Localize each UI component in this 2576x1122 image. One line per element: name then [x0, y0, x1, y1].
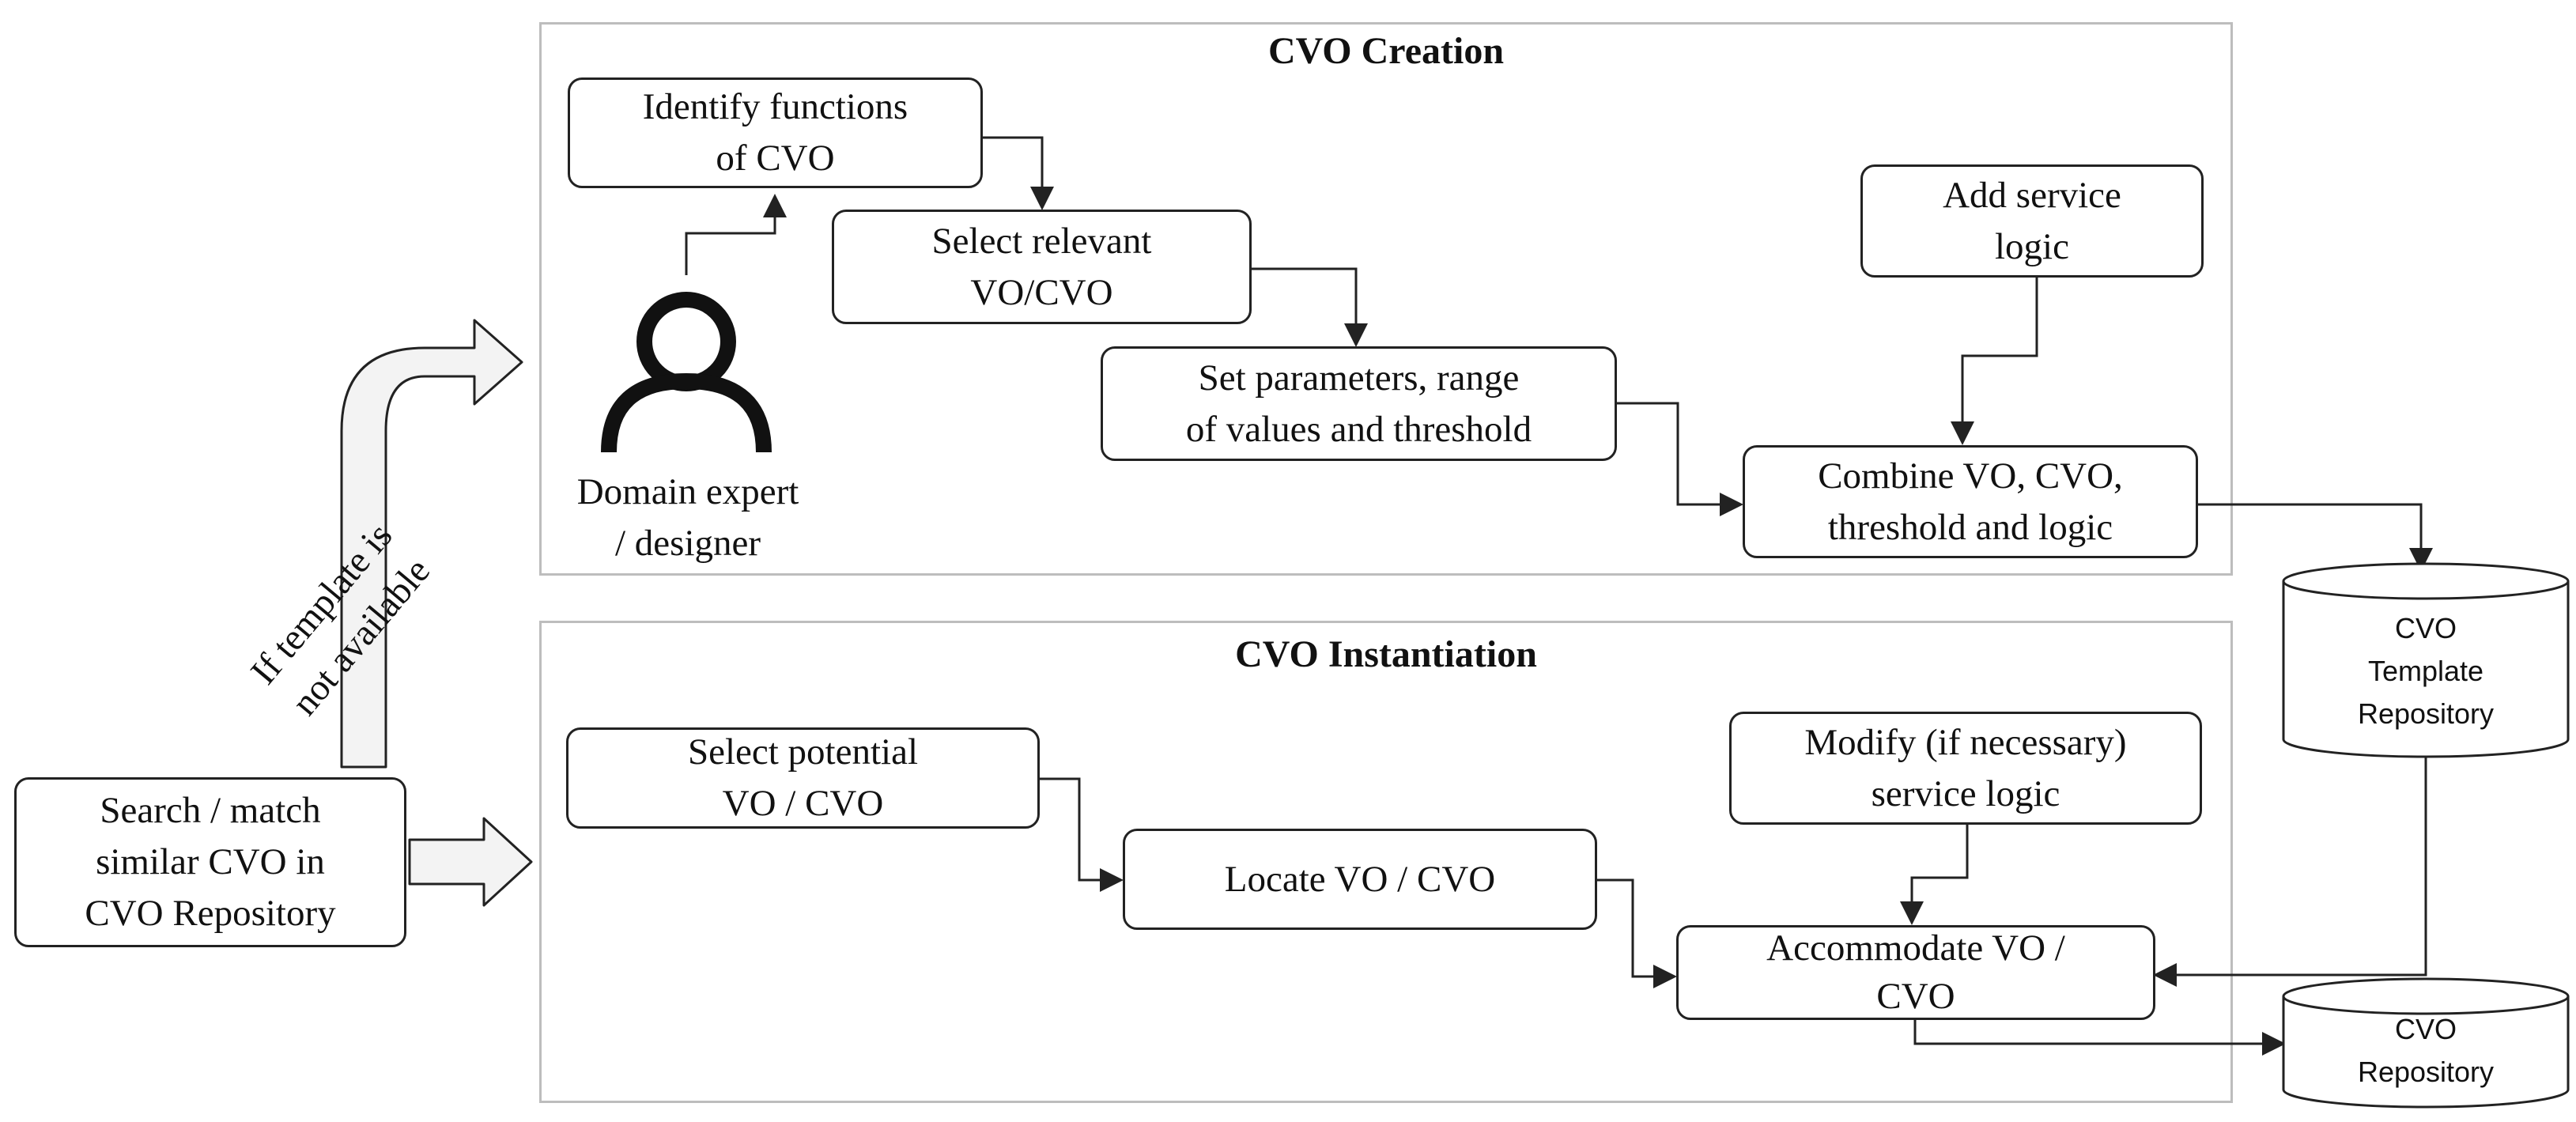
cvo-repository-cylinder [2282, 977, 2570, 1109]
domain-expert-label: Domain expert/ designer [576, 471, 799, 564]
connector-setparams-to-combine [1617, 402, 1743, 516]
accommodate-box: Accommodate VO /CVO [1676, 925, 2155, 1020]
person-icon [601, 292, 772, 453]
template-unavailable-arrow [340, 319, 523, 769]
connector-identify-to-select [983, 136, 1054, 210]
connector-locate-to-accommodate [1597, 878, 1677, 988]
connector-modify-to-accommodate [1900, 825, 1969, 925]
modify-logic-box: Modify (if necessary)service logic [1729, 712, 2202, 825]
connector-select-to-setparams [1252, 267, 1368, 347]
connector-template-to-accommodate [2153, 753, 2427, 987]
connector-combine-to-template [2198, 503, 2433, 572]
cvo-template-repository-cylinder [2282, 562, 2570, 758]
locate-box: Locate VO / CVO [1123, 829, 1597, 930]
connector-addlogic-to-combine [1951, 278, 2038, 445]
connector-accommodate-to-repository [1913, 1020, 2286, 1056]
connector-expert-to-identify [685, 194, 787, 275]
connector-selectpotential-to-locate [1040, 777, 1124, 892]
search-to-instantiation-arrow [408, 817, 533, 907]
cvo-creation-title: CVO Creation [1267, 30, 1505, 72]
combine-box: Combine VO, CVO,threshold and logic [1743, 445, 2198, 558]
cvo-instantiation-title: CVO Instantiation [1235, 633, 1537, 675]
